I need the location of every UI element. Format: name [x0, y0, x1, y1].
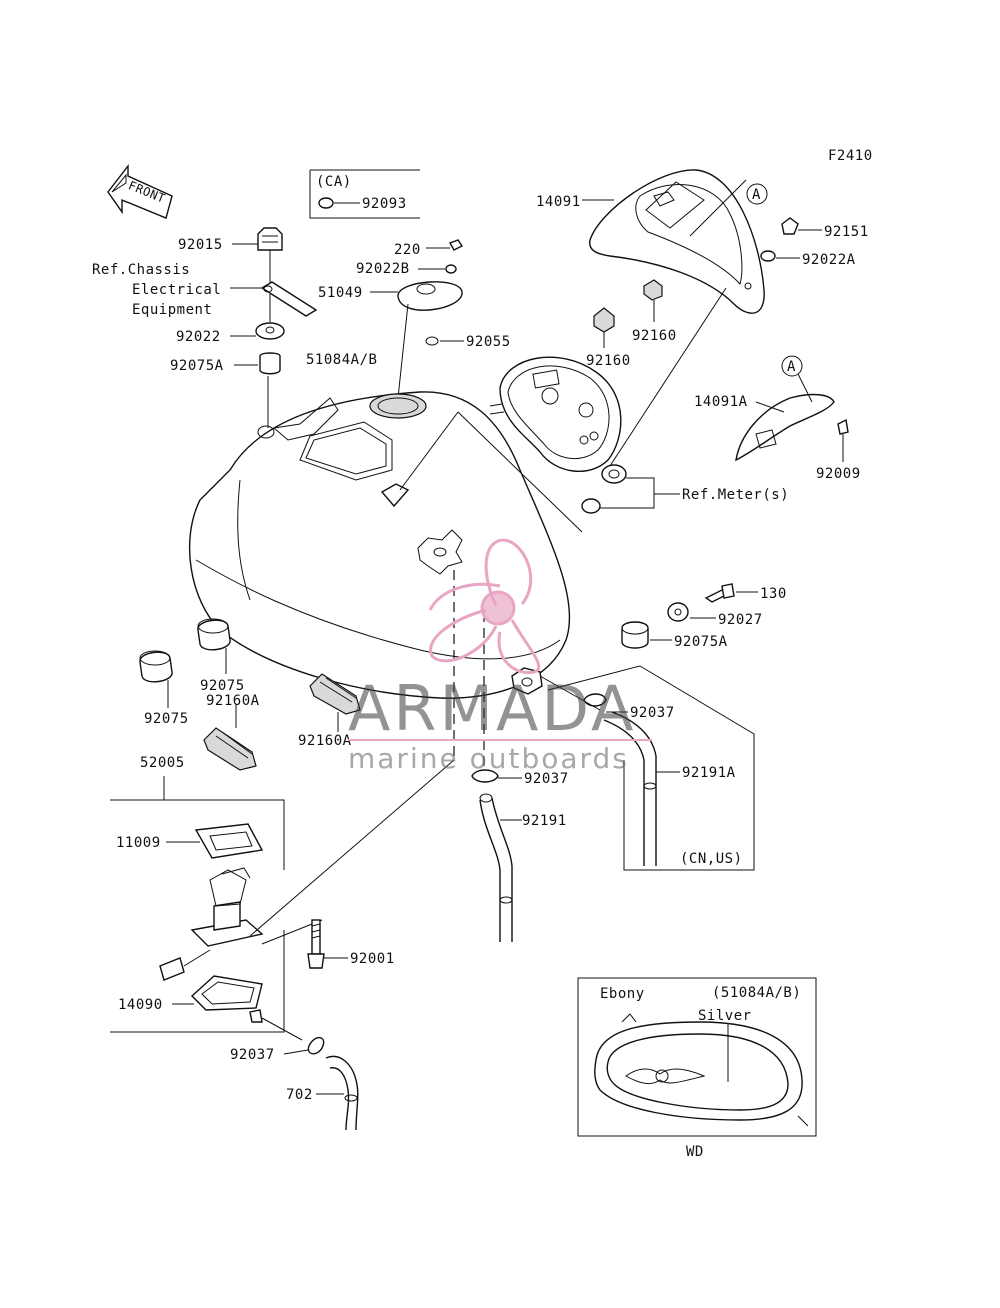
- label-wd: WD: [686, 1144, 704, 1160]
- bolt-130: [704, 583, 758, 603]
- label-52005: 52005: [140, 755, 185, 771]
- cushions-92160a: [203, 673, 361, 771]
- label-702: 702: [286, 1087, 313, 1103]
- label-14091: 14091: [536, 194, 581, 210]
- watermark: ARMADA marine outboards: [348, 538, 652, 775]
- label-51049: 51049: [318, 285, 363, 301]
- nut-92093: [318, 197, 334, 209]
- watermark-tagline: marine outboards: [348, 742, 629, 775]
- label-electrical: Electrical: [132, 282, 221, 298]
- fuel-tank: [188, 391, 583, 699]
- label-92022: 92022: [176, 329, 221, 345]
- grommets-92160: [593, 279, 663, 348]
- inset-box: [577, 977, 817, 1137]
- label-220: 220: [394, 242, 421, 258]
- label-92151: 92151: [824, 224, 869, 240]
- front-arrow-icon: FRONT: [107, 163, 173, 219]
- bolt-92001: [307, 919, 348, 969]
- label-92160a-left: 92160A: [206, 693, 260, 709]
- label-92191a: 92191A: [682, 765, 736, 781]
- label-ebony: Ebony: [600, 986, 645, 1002]
- label-14091a: 14091A: [694, 394, 748, 410]
- label-92001: 92001: [350, 951, 395, 967]
- label-14090: 14090: [118, 997, 163, 1013]
- ca-box-title: (CA): [316, 174, 352, 190]
- damper-92075a-right: [621, 621, 672, 649]
- propeller-logo-icon: [428, 538, 541, 675]
- label-92037-right: 92037: [630, 705, 675, 721]
- label-92093: 92093: [362, 196, 407, 212]
- fuel-cock-assembly-52005: [110, 759, 455, 1041]
- washer-92022a: [760, 250, 800, 262]
- label-ref-meter: Ref.Meter(s): [682, 487, 789, 503]
- label-92191: 92191: [522, 813, 567, 829]
- label-cnus: (CN,US): [680, 851, 743, 867]
- hose-92191: [471, 769, 522, 942]
- hose-702: [283, 1037, 359, 1131]
- label-92160a-center: 92160A: [298, 733, 352, 749]
- label-92075-lower: 92075: [144, 711, 189, 727]
- callout-a-top-label: A: [752, 187, 761, 203]
- label-92075a-right: 92075A: [674, 634, 728, 650]
- label-92055: 92055: [466, 334, 511, 350]
- speedometer-assembly: [489, 356, 680, 514]
- label-92037-center: 92037: [524, 771, 569, 787]
- callout-a-right-label: A: [787, 359, 796, 375]
- collar-92027: [667, 602, 716, 622]
- figure-code: F2410: [828, 148, 873, 164]
- label-92015: 92015: [178, 237, 223, 253]
- filler-cap-group: [370, 239, 464, 399]
- left-mount-stack: [230, 227, 318, 428]
- watermark-brand: ARMADA: [348, 672, 636, 745]
- label-92075-upper: 92075: [200, 678, 245, 694]
- front-label: FRONT: [126, 178, 167, 205]
- label-51084ab: 51084A/B: [306, 352, 377, 368]
- callout-a-top: A: [746, 183, 768, 205]
- label-92037-bottom: 92037: [230, 1047, 275, 1063]
- label-92022a: 92022A: [802, 252, 856, 268]
- label-92009: 92009: [816, 466, 861, 482]
- label-inset-ref: (51084A/B): [712, 985, 801, 1001]
- label-130: 130: [760, 586, 787, 602]
- label-ref-chassis: Ref.Chassis: [92, 262, 190, 278]
- label-92027: 92027: [718, 612, 763, 628]
- trim-14091a: A: [735, 355, 849, 462]
- label-92022b: 92022B: [356, 261, 410, 277]
- dampers-92075: [139, 618, 231, 708]
- label-92075a-top: 92075A: [170, 358, 224, 374]
- ca-box: (CA) 92093: [309, 169, 420, 219]
- label-92160-right: 92160: [632, 328, 677, 344]
- cnus-box: [539, 665, 755, 871]
- meter-cover-14091: [582, 169, 765, 467]
- label-silver: Silver: [698, 1008, 752, 1024]
- screw-92151: [781, 217, 822, 235]
- label-11009: 11009: [116, 835, 161, 851]
- label-92160-left: 92160: [586, 353, 631, 369]
- label-equipment: Equipment: [132, 302, 212, 318]
